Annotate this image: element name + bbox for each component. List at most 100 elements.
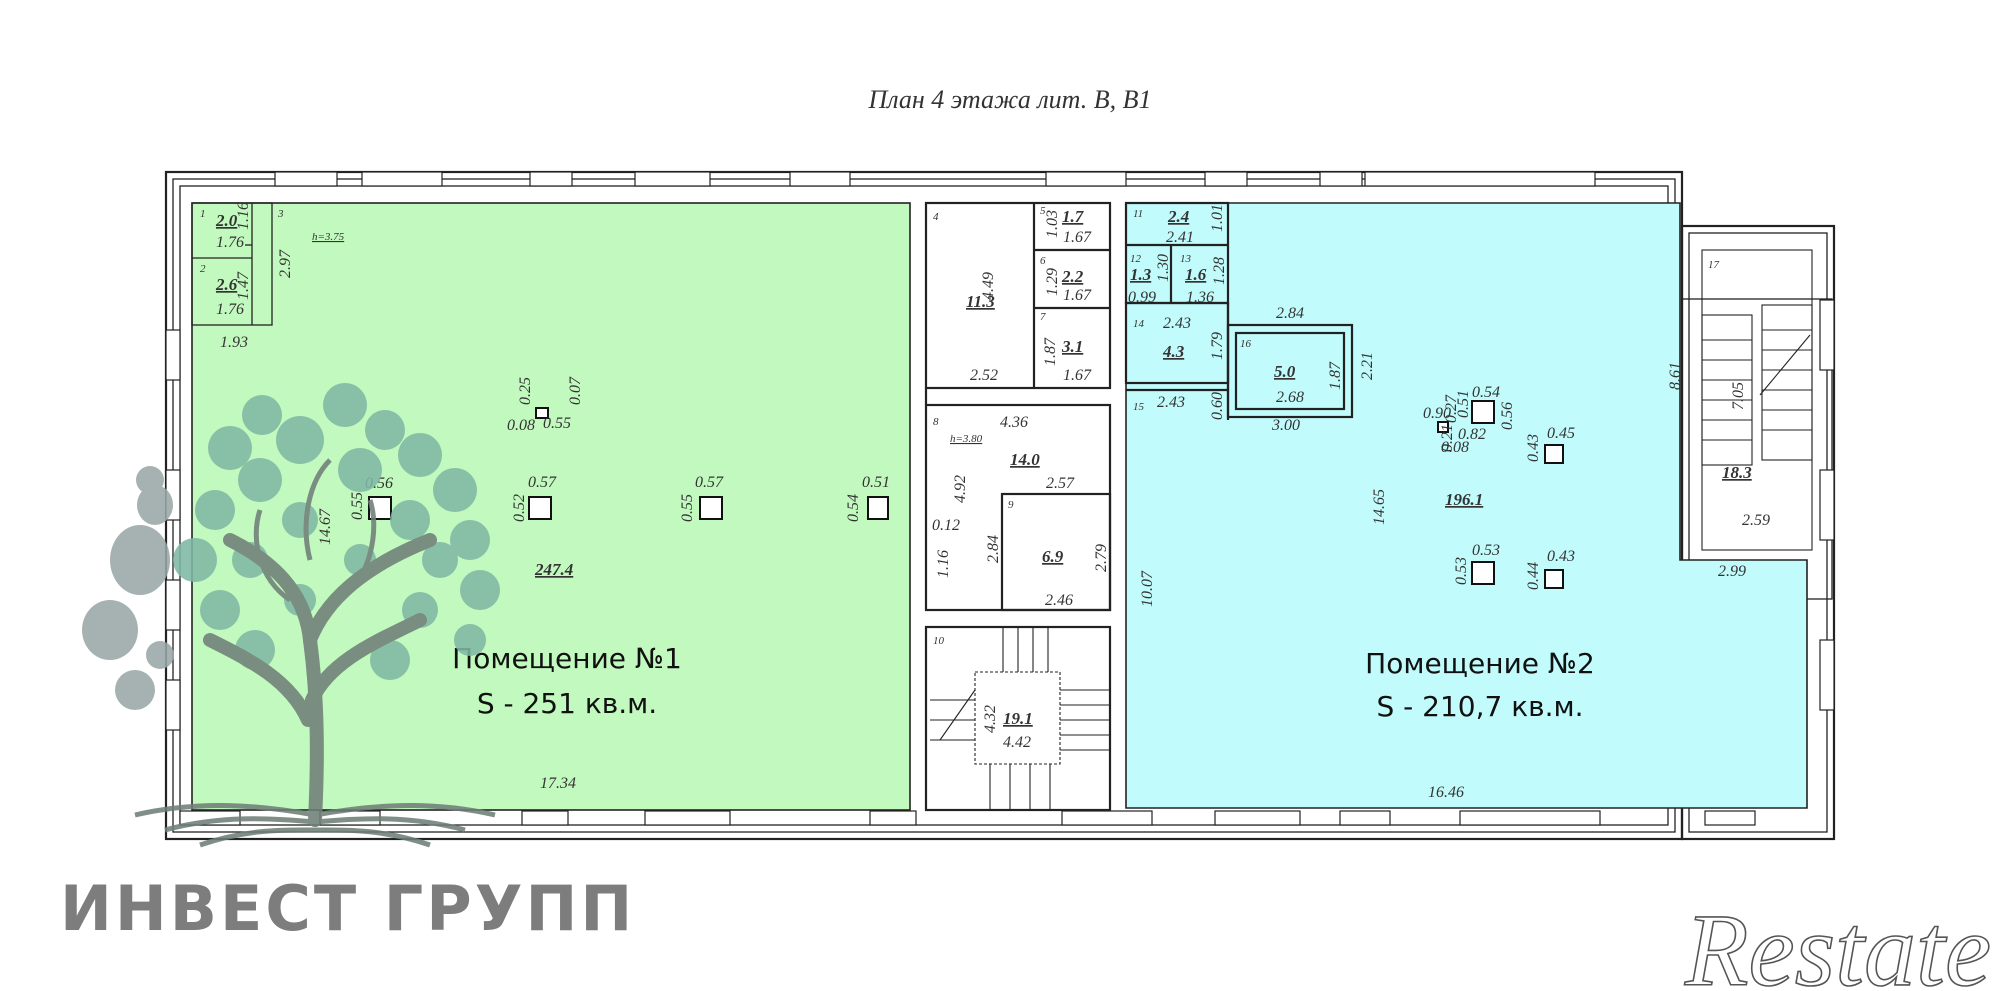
dim-r5-b: 1.67 <box>1063 229 1092 246</box>
room-number-17: 17 <box>1708 259 1720 271</box>
col-c7-dim-1: 0.43 <box>1525 434 1542 462</box>
dim-r15-a: 2.43 <box>1157 394 1185 411</box>
room-area-5: 1.7 <box>1062 207 1085 226</box>
premise-2-small-rooms <box>1124 201 1354 420</box>
dim-r15-b: 0.60 <box>1209 392 1226 420</box>
dim-r2-b: 1.47 <box>235 271 252 300</box>
room-number-9: 9 <box>1008 499 1014 511</box>
dim-r8-a: 4.36 <box>1000 414 1028 431</box>
col-c1-dim-3: 0.55 <box>543 415 571 432</box>
height-label-room-8: h=3.80 <box>950 433 983 445</box>
outer-walls <box>164 170 1836 841</box>
room-area-9: 6.9 <box>1042 547 1064 566</box>
columns <box>368 400 1564 589</box>
dim-r6-b: 1.67 <box>1063 287 1092 304</box>
dim-r4-a: 4.49 <box>980 272 997 300</box>
dim-r8-d: 0.12 <box>932 517 960 534</box>
dim-r3-c: 14.67 <box>317 508 334 545</box>
dim-r7-b: 1.67 <box>1063 367 1092 384</box>
stairs-room-10 <box>930 627 1110 810</box>
col-c4-dim-0: 0.57 <box>695 474 724 491</box>
room-area-2: 2.6 <box>215 275 238 294</box>
dim-r9-c: 2.46 <box>1045 592 1073 609</box>
brand-watermark: Restate <box>1684 893 1991 991</box>
room-area-1: 2.0 <box>215 211 238 230</box>
premise-2-area <box>1125 202 1808 809</box>
dim-r18-a: 14.65 <box>1371 489 1388 525</box>
room-number-16: 16 <box>1240 338 1252 350</box>
col-c6-dim-3: 0.90 <box>1423 405 1451 422</box>
dim-r2-a: 1.76 <box>216 301 244 318</box>
room-area-8: 14.0 <box>1010 450 1040 469</box>
dim-r18-b: 10.07 <box>1139 570 1156 607</box>
col-c6-dim-1: 0.56 <box>1499 402 1516 430</box>
dim-r11-b: 1.01 <box>1209 204 1226 232</box>
room-area-16: 5.0 <box>1274 362 1296 381</box>
premise-1-name: Помещение №1 <box>452 642 682 675</box>
dim-r17-d: 2.99 <box>1718 563 1746 580</box>
room-area-3: 247.4 <box>534 560 573 579</box>
col-c6-dim-0: 0.54 <box>1472 384 1500 401</box>
room-area-4: 11.3 <box>966 292 995 311</box>
premise-1-small-rooms <box>191 202 273 326</box>
col-c7-dim-0: 0.45 <box>1547 425 1575 442</box>
room-area-7: 3.1 <box>1061 337 1083 356</box>
dim-r4-b: 2.52 <box>970 367 998 384</box>
room-area-6: 2.2 <box>1061 267 1084 286</box>
dim-r8-c: 2.57 <box>1046 475 1075 492</box>
stairs-room-17 <box>1701 249 1813 551</box>
col-c6-dim-7: 0.82 <box>1458 426 1486 443</box>
col-c9-dim-0: 0.43 <box>1547 548 1575 565</box>
room-number-13: 13 <box>1180 253 1192 265</box>
dim-r16-c: 1.87 <box>1327 361 1344 390</box>
dim-r1-b: 1.16 <box>235 202 252 230</box>
col-c8-dim-1: 0.53 <box>1453 557 1470 585</box>
room-number-3: 3 <box>277 208 284 220</box>
central-block <box>924 201 1112 812</box>
col-c5-dim-0: 0.51 <box>862 474 890 491</box>
dim-r16-b: 2.68 <box>1276 389 1304 406</box>
dim-r6-a: 1.29 <box>1044 268 1061 296</box>
dim-r3-b: 1.93 <box>220 334 248 351</box>
dim-r3-a: 2.97 <box>277 249 294 278</box>
room-area-18: 196.1 <box>1445 490 1483 509</box>
col-c6-dim-5: 0.08 <box>1441 439 1469 456</box>
premise-2-area-label: S - 210,7 кв.м. <box>1376 690 1583 723</box>
dim-r16-a: 2.84 <box>1276 305 1304 322</box>
room-number-4: 4 <box>933 211 939 223</box>
dim-r9-a: 2.84 <box>985 535 1002 563</box>
room-number-6: 6 <box>1040 255 1046 267</box>
dim-r11-a: 2.41 <box>1166 229 1194 246</box>
room-number-5: 5 <box>1040 205 1046 217</box>
room-number-12: 12 <box>1130 253 1142 265</box>
height-label-room-3: h=3.75 <box>312 231 345 243</box>
dim-r10-a: 4.32 <box>982 705 999 733</box>
col-c2-dim-1: 0.55 <box>349 492 366 520</box>
col-c3-dim-1: 0.52 <box>511 494 528 522</box>
room-area-11: 2.4 <box>1167 207 1189 226</box>
dim-r9-b: 2.79 <box>1093 544 1110 572</box>
tree-logo-icon <box>82 383 500 848</box>
dim-r17-a: 7.05 <box>1730 382 1747 410</box>
premise-2-name: Помещение №2 <box>1365 647 1595 680</box>
dim-r14-b: 1.79 <box>1209 332 1226 360</box>
room-number-10: 10 <box>933 635 945 647</box>
room-number-1: 1 <box>200 208 206 220</box>
dim-r13-b: 1.28 <box>1211 257 1228 285</box>
room-number-14: 14 <box>1133 318 1145 330</box>
dim-r1-a: 1.76 <box>216 234 244 251</box>
col-c1-dim-2: 0.08 <box>507 417 535 434</box>
dim-r12-a: 0.99 <box>1128 289 1156 306</box>
dim-r16-e: 3.00 <box>1271 417 1300 434</box>
dim-r18-c: 16.46 <box>1428 784 1464 801</box>
col-c1-dim-0: 0.25 <box>517 377 534 405</box>
dim-r10-b: 4.42 <box>1003 734 1031 751</box>
dim-r7-a: 1.87 <box>1042 337 1059 366</box>
room-area-12: 1.3 <box>1130 265 1152 284</box>
dim-r8-e: 1.16 <box>935 550 952 578</box>
room-area-17: 18.3 <box>1722 463 1752 482</box>
dim-r17-b: 8.61 <box>1667 362 1684 390</box>
dim-r12-b: 1.30 <box>1155 254 1172 282</box>
room-area-10: 19.1 <box>1003 709 1033 728</box>
dim-r3-d: 17.34 <box>540 775 576 792</box>
